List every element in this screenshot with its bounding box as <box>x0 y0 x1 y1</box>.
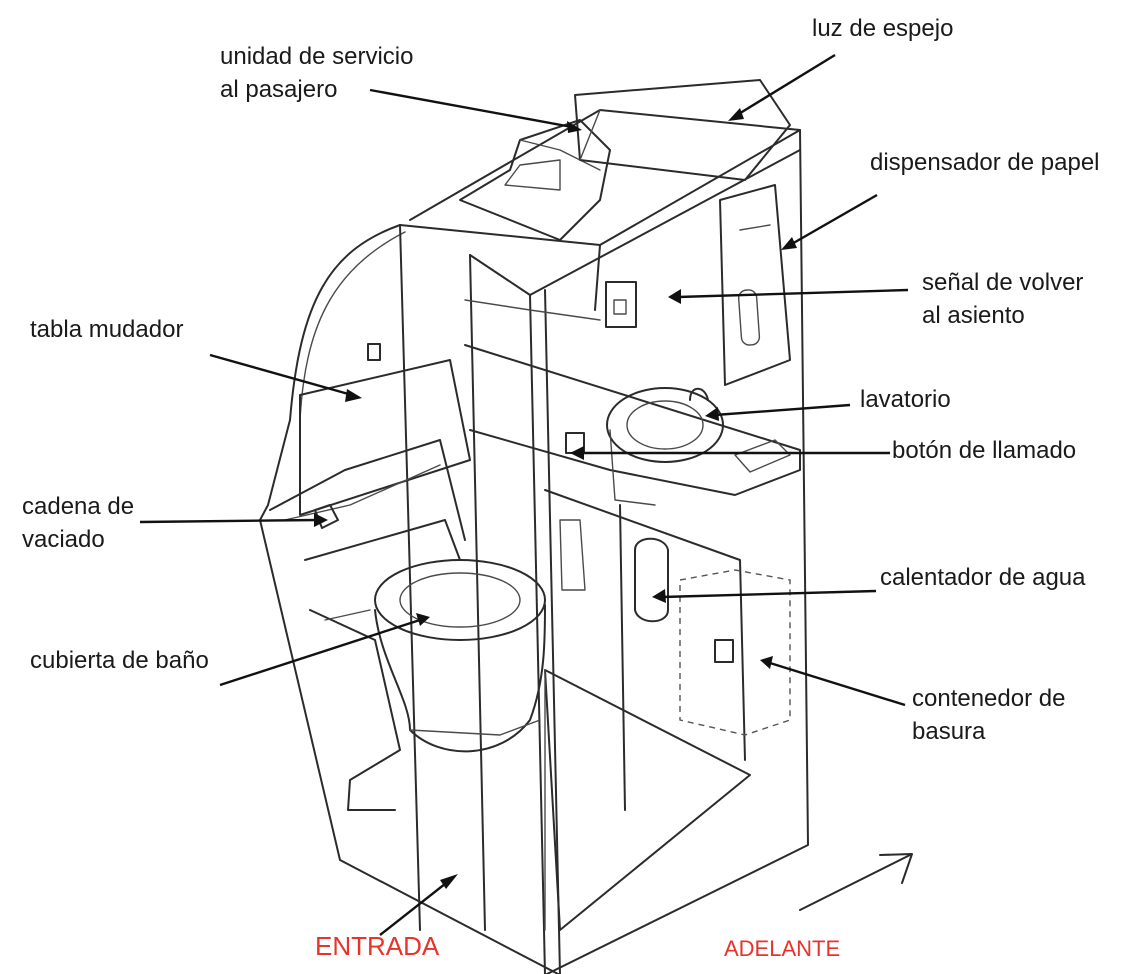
label-changing-table: tabla mudador <box>30 316 184 343</box>
curved-outer-wall <box>259 224 561 974</box>
label-washbasin: lavatorio <box>860 386 951 413</box>
label-flush-line-2: vaciado <box>22 526 105 553</box>
sink-bowl <box>606 387 724 463</box>
paper-dispenser-body <box>719 184 791 386</box>
vanity-counter <box>464 344 801 496</box>
return-seat-sign <box>605 281 637 328</box>
toilet-lid <box>374 559 546 641</box>
label-flush-handle: cadena de vaciado <box>22 490 134 556</box>
label-return-seat-line-2: al asiento <box>922 302 1025 329</box>
label-entrance: ENTRADA <box>315 931 440 961</box>
leader-lines <box>139 53 913 936</box>
label-passenger-service-unit: unidad de servicio al pasajero <box>220 40 413 106</box>
label-waste-line-2: basura <box>912 718 986 745</box>
label-waste-bin: contenedor de basura <box>912 682 1065 748</box>
door-frame-post <box>399 224 421 931</box>
changing-table <box>299 359 471 516</box>
waste-bin-outline <box>679 569 791 736</box>
label-return-to-seat-sign: señal de volver al asiento <box>922 266 1083 332</box>
right-wall <box>544 129 809 974</box>
label-toilet-cover: cubierta de baño <box>30 647 209 674</box>
mirror-light-box <box>574 79 791 181</box>
label-paper-dispenser: dispensador de papel <box>870 149 1100 176</box>
label-water-heater: calentador de agua <box>880 564 1086 591</box>
label-return-seat-line-1: señal de volver <box>922 269 1084 296</box>
ceiling-panel <box>399 109 801 246</box>
label-flush-line-1: cadena de <box>22 493 135 520</box>
label-waste-line-1: contenedor de <box>912 685 1066 712</box>
psu-unit <box>459 119 611 241</box>
label-mirror-light: luz de espejo <box>812 15 954 42</box>
label-psu-line-2: al pasajero <box>220 76 338 103</box>
lower-cabinet <box>544 489 746 761</box>
water-heater-body <box>634 537 669 623</box>
label-call-button: botón de llamado <box>892 437 1077 464</box>
floor-edge <box>544 669 751 931</box>
label-forward: ADELANTE <box>724 936 841 961</box>
label-psu-line-1: unidad de servicio <box>220 43 414 70</box>
